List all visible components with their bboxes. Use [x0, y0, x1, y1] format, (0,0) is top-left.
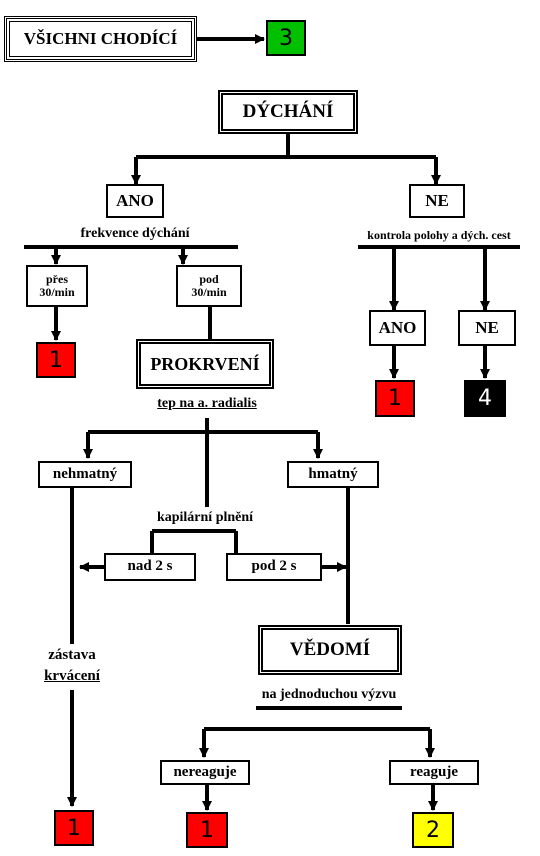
breathing-rate-label: frekvence dýchání	[80, 225, 190, 241]
not-palpable-box: nehmatný	[38, 461, 132, 488]
responds-category: 2	[412, 812, 454, 848]
consciousness-title: VĚDOMÍ	[258, 625, 402, 675]
rate-over-box: přes 30/min	[26, 265, 88, 307]
walking-category: 3	[266, 20, 306, 56]
rate-over-category: 1	[36, 342, 76, 378]
breathing-title: DÝCHÁNÍ	[218, 90, 358, 134]
under-2s-box: pod 2 s	[226, 553, 322, 581]
airway-yes-box: ANO	[369, 310, 426, 346]
no-response-category: 1	[186, 812, 228, 848]
pulse-label: tep na a. radialis	[157, 395, 257, 411]
bleeding-category: 1	[54, 810, 94, 846]
airway-yes-category: 1	[375, 380, 415, 417]
rate-under-box: pod 30/min	[176, 265, 242, 307]
perfusion-title: PROKRVENÍ	[136, 339, 274, 389]
responds-box: reaguje	[389, 760, 479, 785]
stop-label: zástava	[48, 647, 96, 664]
palpable-box: hmatný	[287, 461, 379, 488]
simple-command-label: na jednoduchou výzvu	[261, 686, 397, 702]
airway-no-category: 4	[464, 380, 506, 417]
capillary-refill-label: kapilární plnění	[150, 507, 260, 529]
airway-no-box: NE	[458, 310, 516, 346]
walking-box: VŠICHNI CHODÍCÍ	[4, 16, 197, 62]
breathing-yes-box: ANO	[106, 184, 164, 218]
no-response-box: nereaguje	[160, 760, 250, 785]
over-2s-box: nad 2 s	[104, 553, 196, 581]
airway-check-label: kontrola polohy a dých. cest	[367, 227, 511, 242]
bleeding-label: krvácení	[44, 668, 100, 685]
breathing-no-box: NE	[409, 184, 465, 218]
